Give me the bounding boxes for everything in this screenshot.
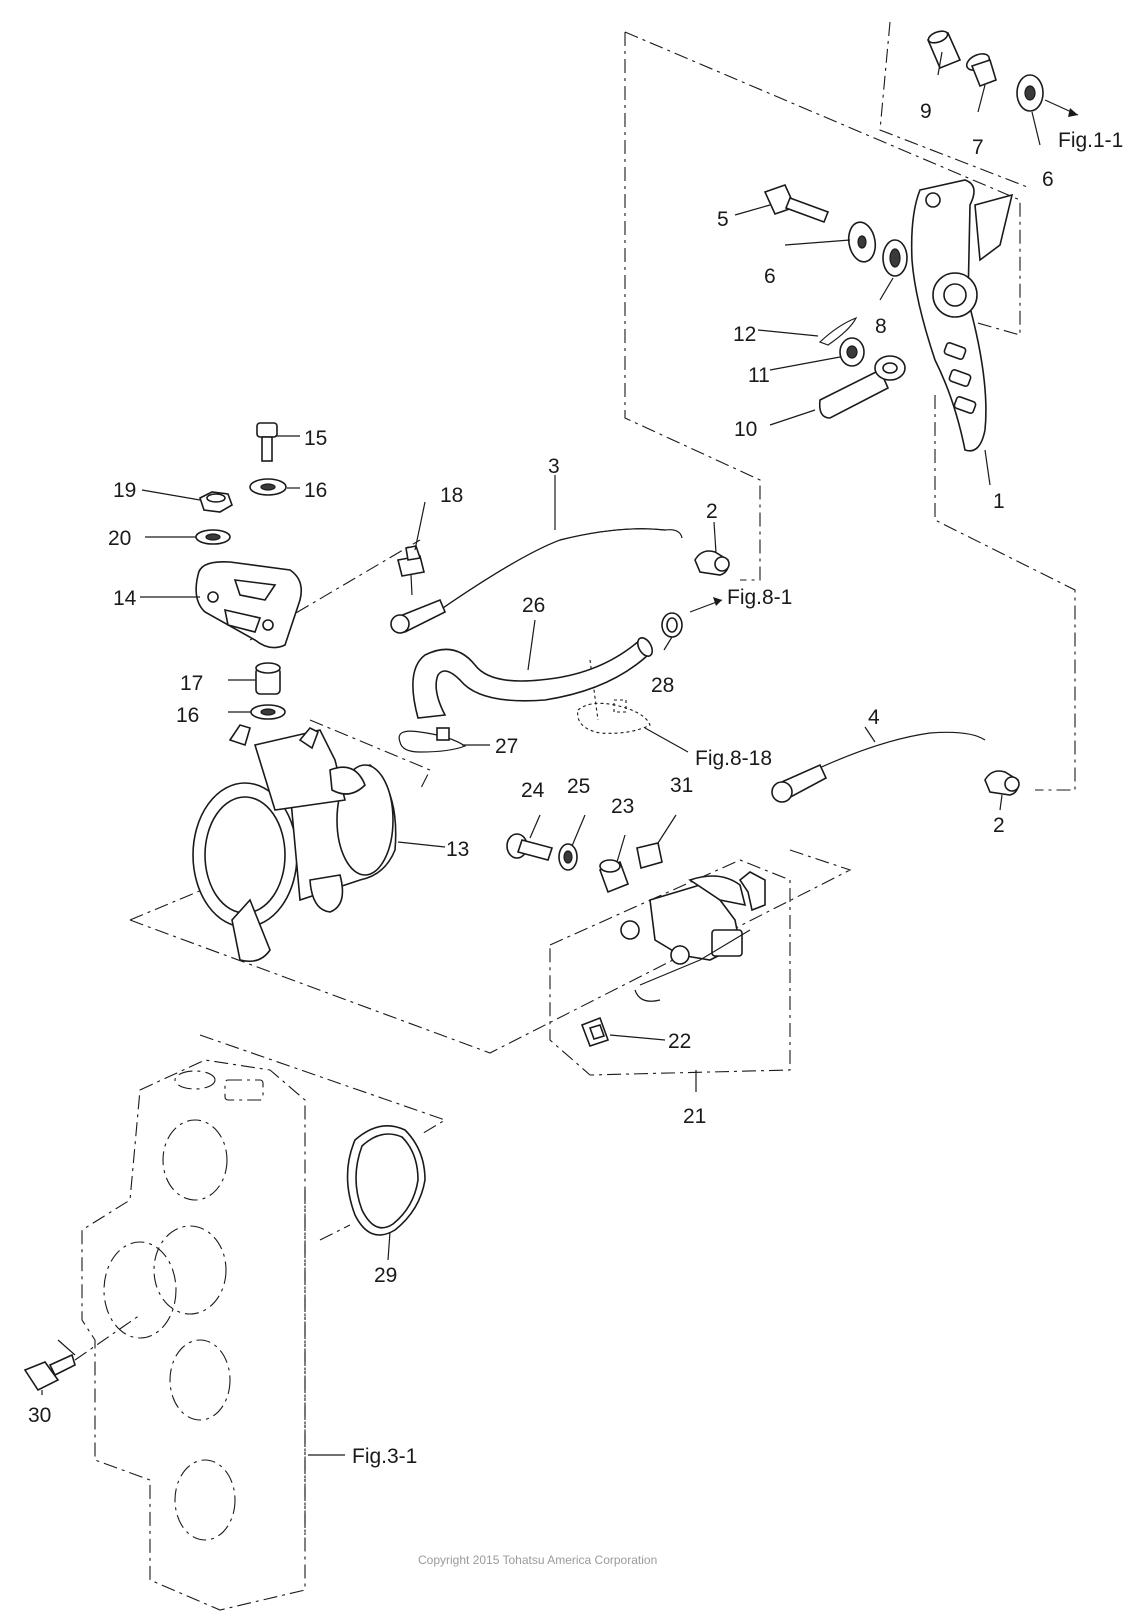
washer-part-8 (882, 239, 908, 277)
collar-part-17 (255, 662, 281, 695)
part-number: 22 (668, 1030, 691, 1053)
part-number: 8 (875, 315, 887, 338)
pin-part-18 (397, 545, 425, 596)
part-number: 6 (764, 265, 776, 288)
part-number: 26 (522, 594, 545, 617)
part-number: 12 (733, 323, 756, 346)
part-number: 2 (706, 500, 718, 523)
part-number: 25 (567, 775, 590, 798)
part-number: 16 (176, 704, 199, 727)
bolt-part-5 (763, 184, 830, 224)
part-number: 24 (521, 779, 545, 802)
bolt-part-15 (256, 422, 278, 462)
gasket-part-29 (346, 1124, 426, 1236)
link-rod-part-3 (390, 528, 683, 634)
bushing-part-9 (926, 30, 962, 70)
part-number: 4 (868, 706, 880, 729)
bracket-part-14 (195, 560, 303, 649)
part-number: 9 (920, 100, 932, 123)
part-number: 5 (717, 208, 729, 231)
part-number: 1 (993, 490, 1005, 513)
part-number: 13 (446, 838, 469, 861)
fig-ref: Fig.8-1 (727, 586, 792, 609)
bushing-part-11 (839, 337, 865, 367)
link-rod-part-4 (771, 731, 986, 803)
hose-part-26 (412, 637, 654, 719)
nut-part-19 (199, 491, 233, 513)
throttle-lever-part-1 (910, 179, 1014, 452)
rod-end-part-10 (818, 355, 906, 419)
part-number: 30 (28, 1404, 51, 1427)
part-number: 18 (440, 484, 463, 507)
throttle-body-part-13 (192, 724, 397, 963)
part-number: 14 (113, 587, 137, 610)
block-part-22 (580, 1016, 610, 1048)
part-number: 20 (108, 527, 131, 550)
clip-part-28 (661, 612, 683, 638)
washer-part-25 (558, 843, 578, 871)
part-number: 23 (611, 795, 634, 818)
washer-part-6-top (1016, 74, 1044, 112)
collar-part-7 (965, 53, 997, 88)
lever-assembly-part-21 (620, 871, 766, 1002)
washer-part-16-upper (249, 478, 287, 496)
fig-ref: Fig.1-1 (1058, 129, 1123, 152)
part-number: 2 (993, 814, 1005, 837)
part-number: 21 (683, 1105, 706, 1128)
part-number: 15 (304, 427, 327, 450)
cylinder-block (81, 1059, 306, 1611)
part-number: 17 (180, 672, 203, 695)
ball-joint-part-2-upper (694, 550, 730, 576)
washer-part-20 (195, 529, 231, 545)
copyright-notice: Copyright 2015 Tohatsu America Corporati… (418, 1553, 657, 1567)
part-number: 29 (374, 1264, 397, 1287)
tie-band-part-27 (398, 727, 467, 753)
fig-ref: Fig.3-1 (352, 1445, 417, 1468)
part-number: 11 (748, 364, 770, 387)
washer-part-6 (847, 221, 877, 263)
part-number: 10 (734, 418, 757, 441)
part-number: 19 (113, 479, 136, 502)
screw-part-24 (506, 833, 554, 861)
clip-part-12 (818, 316, 858, 346)
bolt-part-30 (23, 1353, 76, 1392)
part-number: 3 (548, 455, 560, 478)
tie-band-dotted (577, 699, 651, 734)
figure-references: Fig.1-1 Fig.8-1 Fig.8-18 Fig.3-1 (352, 129, 1123, 1468)
pad-part-31 (636, 842, 663, 870)
part-number: 6 (1042, 168, 1054, 191)
part-number: 28 (651, 674, 674, 697)
part-labels: 1 2 2 3 4 5 6 6 7 8 9 10 11 12 13 14 15 … (28, 100, 1054, 1427)
part-number: 31 (670, 774, 693, 797)
ball-joint-part-2-lower (984, 770, 1020, 796)
part-number: 16 (304, 479, 327, 502)
part-number: 27 (495, 735, 518, 758)
part-number: 7 (972, 136, 984, 159)
leader-lines (41, 51, 1041, 1456)
washer-part-16-lower (250, 704, 286, 720)
collar-part-23 (598, 859, 630, 894)
fig-ref: Fig.8-18 (695, 747, 772, 770)
